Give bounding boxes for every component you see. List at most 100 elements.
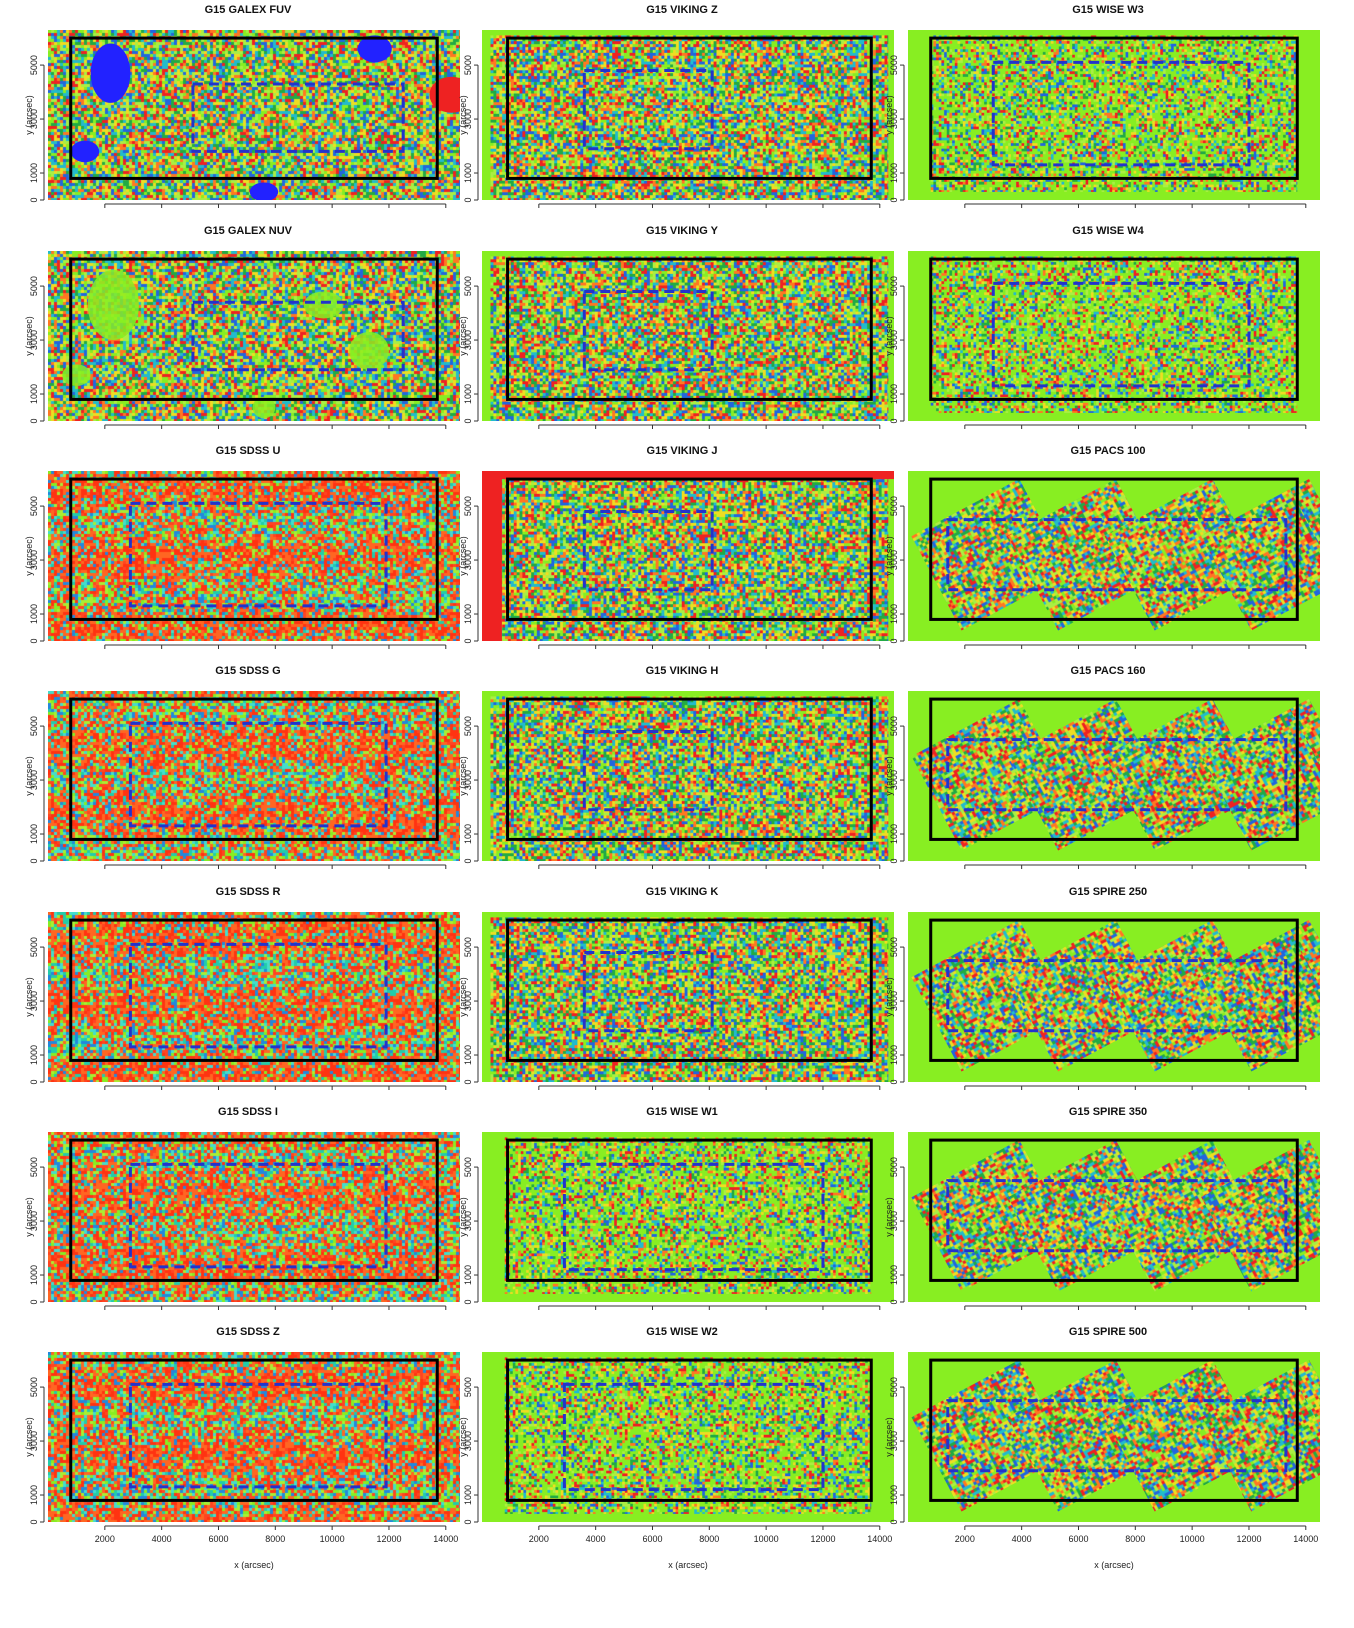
y-tick-label: 3000 [889,330,899,350]
footprint-rectangle [929,1138,1299,1282]
y-tick-label: 0 [29,638,39,643]
x-tick-label: 12000 [376,1534,401,1544]
panel-title: G15 SDSS Z [216,1326,280,1338]
x-tick-label: 6000 [642,1534,662,1544]
inner-region-rectangle [128,501,388,608]
x-axis-title: x (arcsec) [668,1560,708,1570]
y-tick-label: 5000 [889,55,899,75]
inner-region-rectangle [562,1162,825,1272]
y-tick-label: 1000 [29,824,39,844]
x-tick-label: 6000 [208,1534,228,1544]
inner-region-rectangle [582,68,714,151]
y-tick-label: 3000 [889,109,899,129]
y-axis-title: y (arcsec) [884,95,894,135]
y-axis-title: y (arcsec) [458,95,468,135]
panel-title: G15 GALEX NUV [203,225,293,237]
inner-region-rectangle [946,1179,1288,1253]
x-tick-label: 2000 [95,1534,115,1544]
map-tile [1201,1139,1320,1292]
inner-region-rectangle [582,509,714,592]
heatmap-area [48,691,460,861]
heatmap-area [908,1352,1320,1522]
x-tick-label: 6000 [1068,1534,1088,1544]
footprint-rectangle [929,257,1299,401]
y-axis-title: y (arcsec) [458,316,468,356]
heatmap-area [482,471,894,641]
y-axis-title: y (arcsec) [24,316,34,356]
y-tick-label: 5000 [29,1157,39,1177]
y-tick-label: 1000 [463,604,473,624]
heatmap-area [482,251,894,421]
inner-region-rectangle [191,82,405,153]
heatmap-area [908,912,1320,1082]
y-tick-label: 1000 [29,384,39,404]
inner-region-rectangle [128,1162,388,1269]
y-tick-label: 0 [463,1299,473,1304]
panel-title: G15 SPIRE 500 [1068,1326,1148,1338]
heatmap-area [48,251,460,421]
footprint-rectangle [69,257,439,401]
y-tick-label: 3000 [29,770,39,790]
y-tick-label: 5000 [889,496,899,516]
y-tick-label: 5000 [463,716,473,736]
inner-region-rectangle [946,738,1288,812]
footprint-rectangle [69,918,439,1062]
y-tick-label: 0 [463,638,473,643]
inner-region-rectangle [946,959,1288,1033]
footprint-rectangle [929,477,1299,621]
heatmap-image [48,1352,460,1522]
x-tick-label: 10000 [1180,1534,1205,1544]
y-tick-label: 3000 [463,770,473,790]
y-tick-label: 5000 [889,1157,899,1177]
y-axis-title: y (arcsec) [884,316,894,356]
inner-region-rectangle [562,1382,825,1492]
y-tick-label: 0 [463,858,473,863]
x-tick-label: 8000 [1125,1534,1145,1544]
panel-title: G15 WISE W4 [1072,225,1144,237]
masked-region [62,364,91,386]
map-tile [1201,698,1320,851]
heatmap-area [908,471,1320,641]
map-tile [1104,478,1263,631]
masked-region [90,43,131,103]
y-tick-label: 1000 [889,604,899,624]
map-tile [1201,478,1320,631]
y-tick-label: 0 [29,418,39,423]
heatmap-image [490,35,889,200]
y-tick-label: 1000 [889,824,899,844]
y-tick-label: 0 [889,197,899,202]
map-tile [911,919,1070,1072]
y-tick-label: 5000 [889,937,899,957]
y-axis-title: y (arcsec) [24,1197,34,1237]
y-tick-label: 0 [889,1299,899,1304]
heatmap-area [48,471,460,641]
y-tick-label: 1000 [29,1265,39,1285]
y-tick-label: 0 [463,1519,473,1524]
y-tick-label: 3000 [463,109,473,129]
panel-title: G15 PACS 100 [1070,445,1146,457]
y-axis-title: y (arcsec) [24,536,34,576]
footprint-rectangle [506,1358,873,1502]
y-tick-label: 3000 [29,109,39,129]
heatmap-area [908,691,1320,861]
y-axis-title: y (arcsec) [458,756,468,796]
footprint-rectangle [69,1358,439,1502]
y-tick-label: 0 [29,1079,39,1084]
heatmap-area [908,1132,1320,1302]
panel-title: G15 SDSS G [215,665,281,677]
x-tick-label: 10000 [320,1534,345,1544]
y-tick-label: 3000 [29,1431,39,1451]
heatmap-area [908,251,1320,421]
footprint-rectangle [506,697,873,841]
